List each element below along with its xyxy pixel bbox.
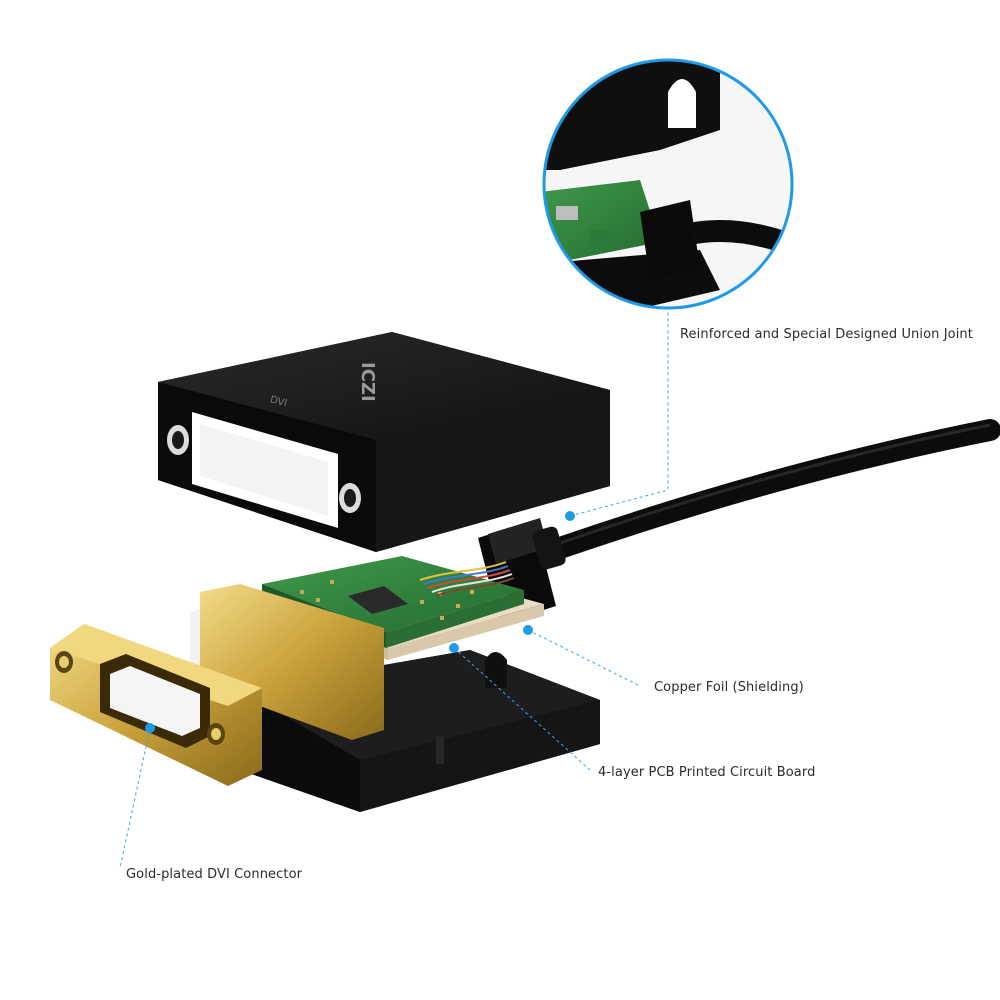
leader-pcb <box>453 647 591 771</box>
pcb-board <box>262 556 524 648</box>
dot-dvi <box>145 723 155 733</box>
callout-dvi-connector: Gold-plated DVI Connector <box>126 867 303 882</box>
leader-copper-foil <box>527 629 641 687</box>
brand-logo: ICZI <box>357 362 378 402</box>
top-housing: DVI ICZI <box>158 332 610 552</box>
callout-union-joint: Reinforced and Special Designed Union Jo… <box>680 327 973 342</box>
union-joint-inset <box>542 58 794 310</box>
gold-dvi-connector <box>50 584 384 786</box>
callout-leaders <box>119 310 669 869</box>
callout-pcb: 4-layer PCB Printed Circuit Board <box>598 765 816 780</box>
port-mark: DVI <box>269 394 288 409</box>
cable <box>549 419 1000 559</box>
callout-copper-foil: Copper Foil (Shielding) <box>654 680 804 695</box>
dot-union-joint <box>565 511 575 521</box>
dot-copper-foil <box>523 625 533 635</box>
dot-pcb <box>449 643 459 653</box>
leader-dvi <box>119 727 151 869</box>
callout-dots <box>145 511 575 733</box>
